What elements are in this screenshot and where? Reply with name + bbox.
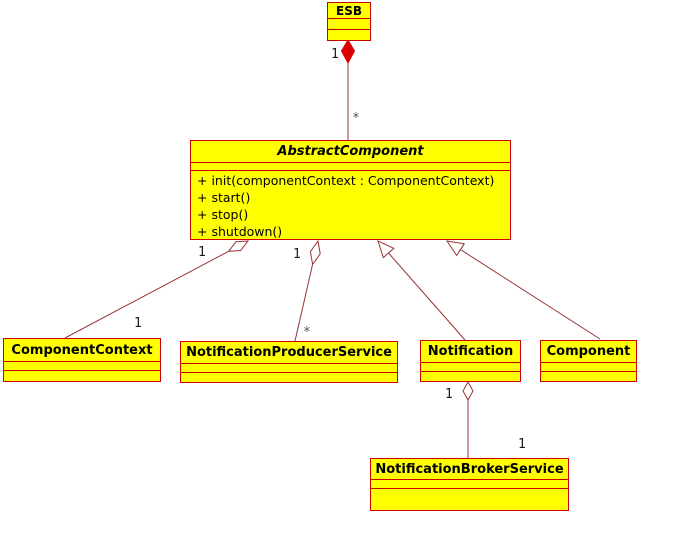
class-name: Component <box>546 344 631 359</box>
operation: + start() <box>197 190 251 205</box>
operations-compartment <box>371 488 568 510</box>
composition-esb-abstractcomponent[interactable] <box>340 39 356 140</box>
multiplicity-label: 1 <box>518 437 526 452</box>
attributes-compartment <box>421 362 520 371</box>
operation: + init(componentContext : ComponentConte… <box>197 173 495 188</box>
aggregation-diamond-icon <box>462 380 474 402</box>
class-notification[interactable]: Notification <box>420 340 521 382</box>
attributes-compartment <box>371 479 568 488</box>
operations-compartment <box>421 371 520 381</box>
operations-compartment <box>4 370 160 381</box>
operations-compartment <box>328 29 370 40</box>
attributes-compartment <box>191 162 510 170</box>
operation: + stop() <box>197 207 249 222</box>
aggregation-abstractcomponent-componentcontext[interactable] <box>64 240 250 339</box>
multiplicity-label: 1 <box>198 245 206 260</box>
class-name: AbstractComponent <box>277 144 424 159</box>
aggregation-notification-notificationbrokerservice[interactable] <box>462 380 474 458</box>
class-name: Notification <box>427 344 514 359</box>
class-name: ESB <box>336 3 362 18</box>
attributes-compartment <box>181 363 397 372</box>
class-notificationbrokerservice[interactable]: NotificationBrokerService <box>370 458 569 511</box>
operations-compartment <box>181 372 397 382</box>
aggregation-diamond-icon <box>227 240 250 252</box>
class-esb[interactable]: ESB <box>327 2 371 41</box>
operations-compartment: + init(componentContext : ComponentConte… <box>191 170 510 239</box>
multiplicity-label: * <box>352 111 360 126</box>
aggregation-diamond-icon <box>309 239 321 266</box>
multiplicity-label: 1 <box>445 387 453 402</box>
multiplicity-label: 1 <box>331 47 339 62</box>
aggregation-abstractcomponent-notificationproducerservice[interactable] <box>294 239 321 342</box>
attributes-compartment <box>541 362 636 371</box>
multiplicity-label: 1 <box>134 316 142 331</box>
generalization-component-abstractcomponent[interactable] <box>445 240 601 340</box>
attributes-compartment <box>4 361 160 370</box>
composition-diamond-icon <box>340 39 356 65</box>
operation: + shutdown() <box>197 224 283 239</box>
class-notificationproducerservice[interactable]: NotificationProducerService <box>180 341 398 383</box>
generalization-notification-abstractcomponent[interactable] <box>377 240 466 341</box>
multiplicity-label: * <box>303 325 311 340</box>
class-name: NotificationProducerService <box>186 345 392 360</box>
class-abstractcomponent[interactable]: AbstractComponent + init(componentContex… <box>190 140 511 240</box>
attributes-compartment <box>328 18 370 29</box>
generalization-triangle-icon <box>377 240 395 259</box>
class-name: ComponentContext <box>11 342 153 358</box>
generalization-triangle-icon <box>445 240 466 257</box>
class-componentcontext[interactable]: ComponentContext <box>3 338 161 382</box>
class-component[interactable]: Component <box>540 340 637 382</box>
operations-compartment <box>541 371 636 381</box>
multiplicity-label: 1 <box>293 247 301 262</box>
class-name: NotificationBrokerService <box>375 461 564 477</box>
